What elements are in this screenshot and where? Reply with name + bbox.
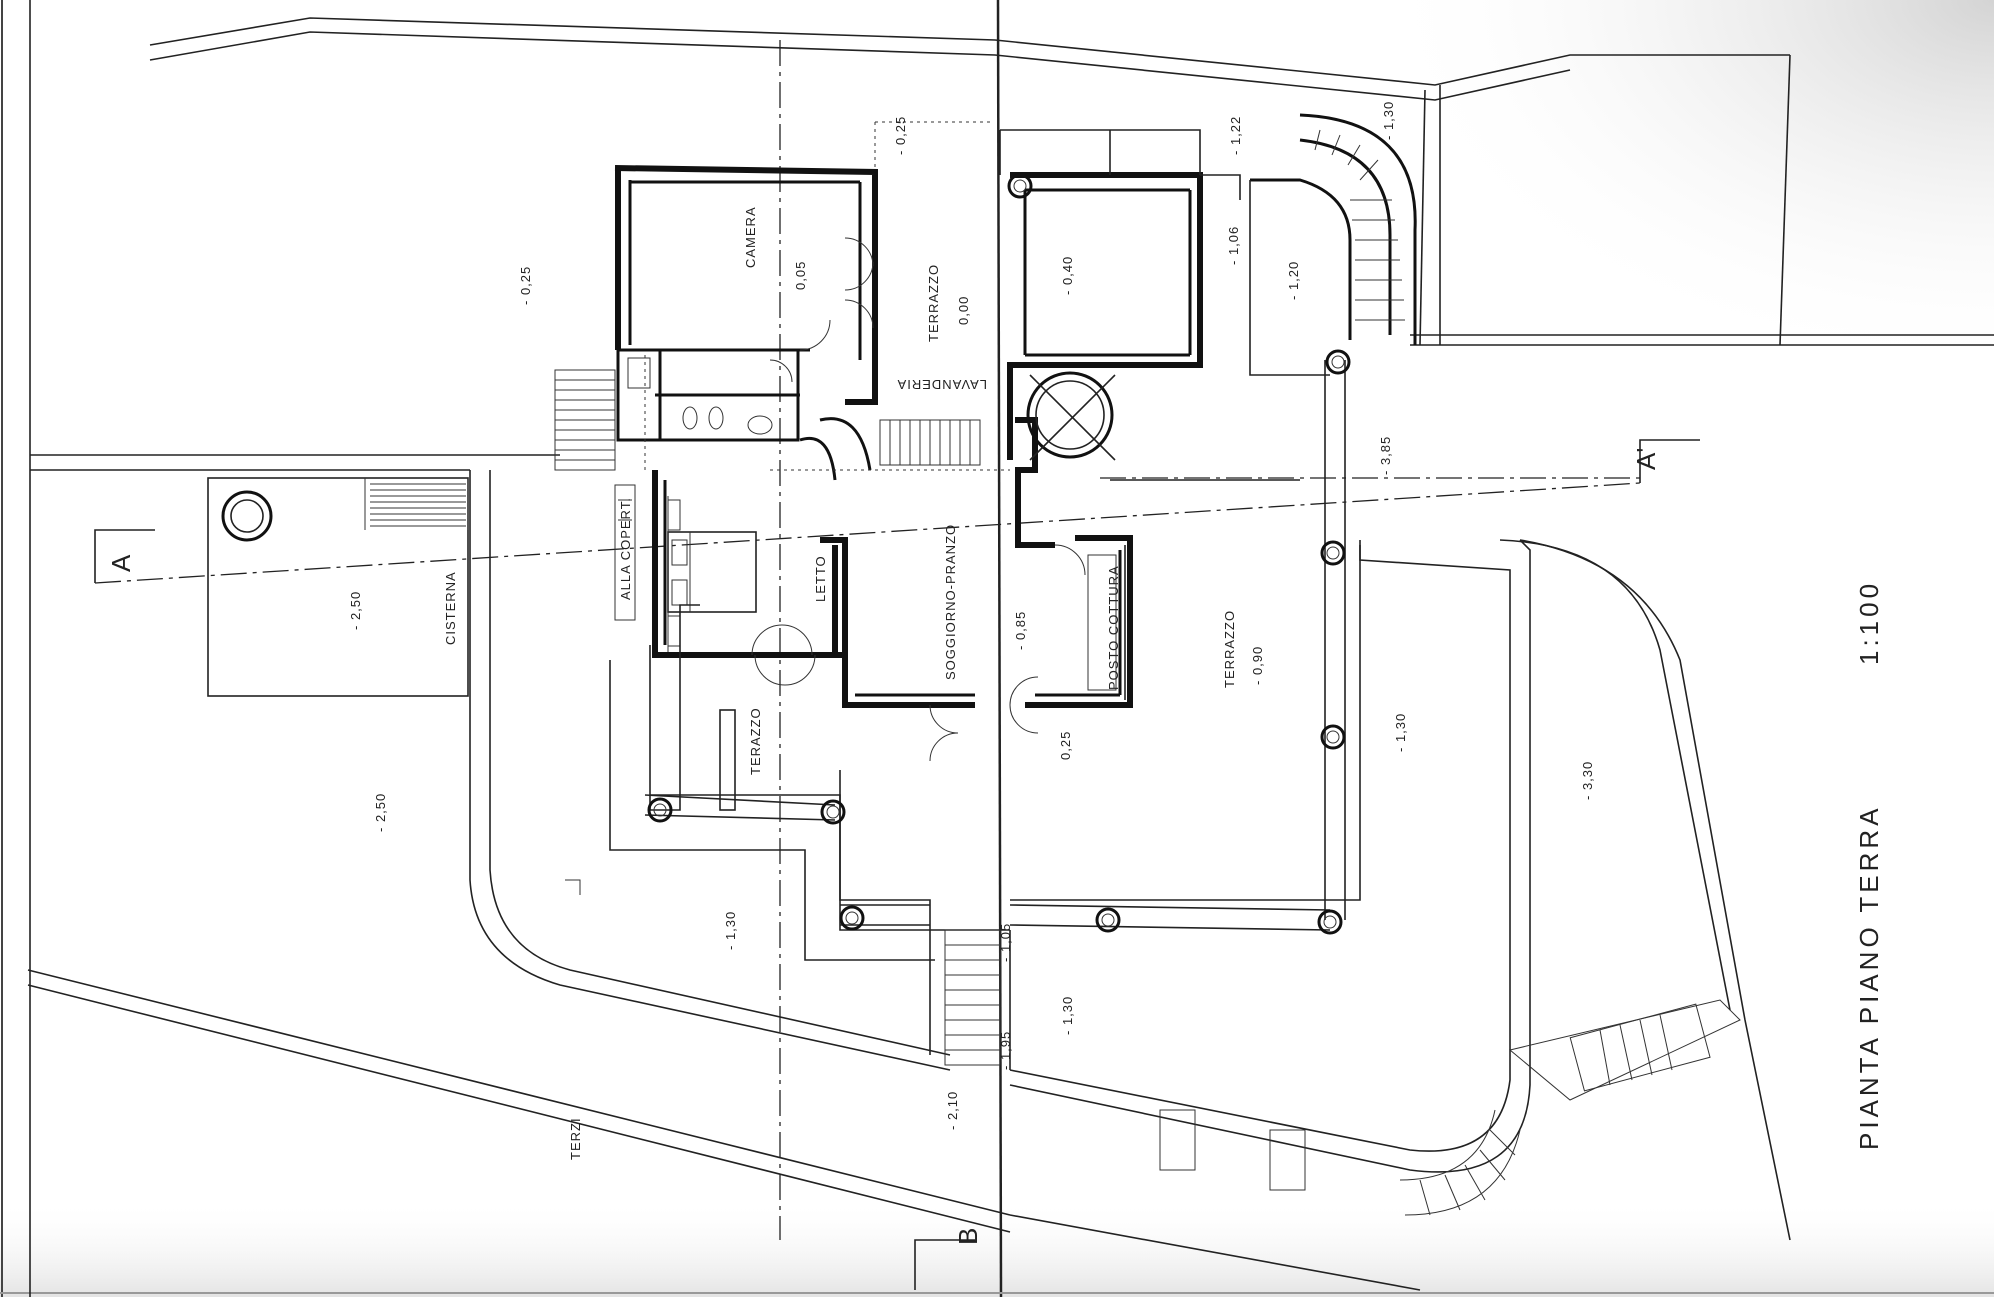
level-2-10: - 2,10 xyxy=(945,1091,960,1130)
level-0-05: 0,05 xyxy=(793,261,808,290)
level-0-90: - 0,90 xyxy=(1250,646,1265,685)
section-lines xyxy=(94,40,1700,1290)
kitchen-counter xyxy=(1087,554,1117,691)
room-label-posto-cottura: POSTO COTTURA xyxy=(1106,565,1121,690)
level-1-30-mid: - 1,30 xyxy=(723,911,738,950)
level-0-25-bottom: 0,25 xyxy=(1058,731,1073,760)
bathroom-fixtures xyxy=(627,357,773,435)
property-boundary-top xyxy=(29,0,1994,1297)
paper-shade-bottom xyxy=(0,1200,1994,1297)
section-marker-a: A xyxy=(106,554,136,572)
paper-shade-top-right xyxy=(1300,0,1994,420)
room-labels: CAMERA TERRAZZO LAVANDERIA SOGGIORNO-PRA… xyxy=(443,206,1237,1160)
section-marker-b: B xyxy=(953,1228,983,1245)
level-1-95: - 1,95 xyxy=(998,1031,1013,1070)
room-label-alla-copert: ALLA COPERT. xyxy=(618,497,633,600)
level-3-30: - 3,30 xyxy=(1580,761,1595,800)
level-2-50-a: - 2,50 xyxy=(348,591,363,630)
section-marker-a-prime: A' xyxy=(1631,448,1661,470)
level-2-50-b: - 2,50 xyxy=(373,793,388,832)
door-swings xyxy=(751,237,1086,762)
sheet-fold-line xyxy=(996,0,1003,1297)
title-block: PIANTA PIANO TERRA 1:100 xyxy=(1854,580,1884,1150)
room-label-soggiorno: SOGGIORNO-PRANZO xyxy=(943,524,958,680)
room-label-cisterna: CISTERNA xyxy=(443,571,458,645)
level-1-30-right: - 1,30 xyxy=(1393,713,1408,752)
level-1-30-top: - 1,30 xyxy=(1381,101,1396,140)
stair-lower-center xyxy=(944,929,1001,1066)
room-label-letto: LETTO xyxy=(813,555,828,602)
level-1-20: - 1,20 xyxy=(1286,261,1301,300)
room-label-terrazzo-right: TERRAZZO xyxy=(1222,610,1237,688)
misc-marks xyxy=(565,484,636,895)
level-1-30-low: - 1,30 xyxy=(1060,996,1075,1035)
level-0-00: 0,00 xyxy=(956,296,971,325)
level-0-25-left: - 0,25 xyxy=(518,266,533,305)
cisterna-outline xyxy=(207,477,469,697)
section-markers: A A' B xyxy=(106,448,1661,1245)
drawing-scale: 1:100 xyxy=(1854,580,1884,665)
stair-lower-right xyxy=(1159,999,1741,1216)
level-1-22: - 1,22 xyxy=(1228,116,1243,155)
drawing-title: PIANTA PIANO TERRA xyxy=(1854,804,1884,1150)
pergola-columns xyxy=(647,173,1351,935)
room-label-lavanderia: LAVANDERIA xyxy=(897,377,987,392)
room-label-terazzo-left: TERAZZO xyxy=(748,707,763,775)
level-1-05: - 1,05 xyxy=(998,923,1013,962)
level-0-25-top: - 0,25 xyxy=(893,116,908,155)
level-3-85: - 3,85 xyxy=(1378,436,1393,475)
stair-left-exterior xyxy=(554,369,616,471)
level-0-40: - 0,40 xyxy=(1060,256,1075,295)
level-labels: - 0,25 0,05 0,00 - 0,25 - 0,40 - 1,22 - … xyxy=(348,101,1595,1130)
building-walls xyxy=(614,113,1417,708)
pergola-frame xyxy=(609,360,1361,1070)
level-0-85: - 0,85 xyxy=(1013,611,1028,650)
room-label-terzi: TERZI xyxy=(568,1117,583,1160)
property-boundary-bottom xyxy=(27,470,1791,1291)
guide-lines xyxy=(644,121,1010,471)
level-1-06: - 1,06 xyxy=(1226,226,1241,265)
bed-fixture xyxy=(667,496,757,652)
room-label-camera: CAMERA xyxy=(743,206,758,268)
room-label-terrazzo-top: TERRAZZO xyxy=(926,264,941,342)
